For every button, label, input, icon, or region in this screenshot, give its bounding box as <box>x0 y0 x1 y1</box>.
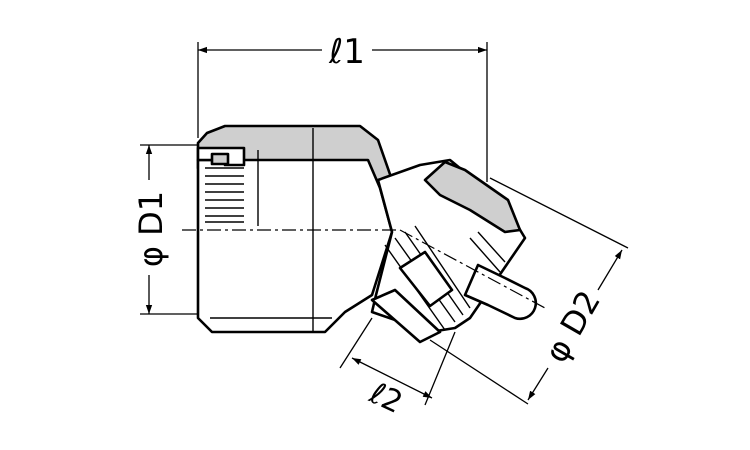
dimension-l1: ℓ1 <box>197 32 488 182</box>
collet-teeth <box>205 167 244 209</box>
lower-collar <box>370 288 442 344</box>
l2-extension-right <box>424 331 456 406</box>
d1-label: φ D1 <box>132 191 170 267</box>
l2-dim-line <box>351 357 433 399</box>
dimension-d1: φ D1 <box>132 144 198 315</box>
spigot-pipe <box>463 263 538 321</box>
l1-label: ℓ1 <box>328 32 365 72</box>
collet-inner-lines <box>205 215 244 223</box>
d2-dim-line-bottom <box>527 367 549 401</box>
angled-branch <box>370 158 538 344</box>
d2-extension-top <box>489 177 629 249</box>
angled-nut-shaded <box>423 160 522 234</box>
inner-socket <box>398 250 454 308</box>
d2-dim-line-top <box>597 249 623 291</box>
d2-extension-bottom <box>429 339 529 405</box>
main-cylinder <box>196 158 394 334</box>
collet-lip <box>210 152 230 166</box>
d2-label: φ D2 <box>537 284 608 369</box>
collet-ring <box>196 146 246 223</box>
center-line-angled <box>399 229 546 309</box>
l2-extension-left <box>339 317 373 369</box>
